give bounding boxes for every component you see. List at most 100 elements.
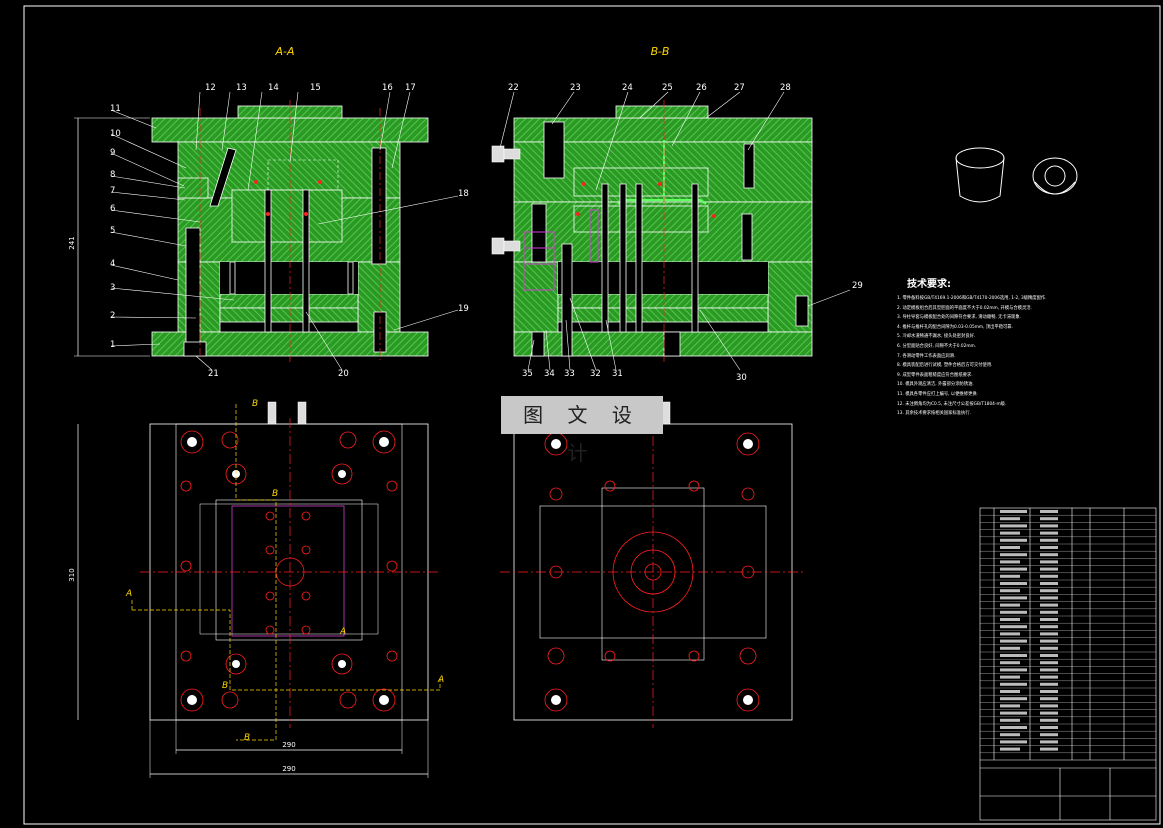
callout-28: 28 bbox=[780, 83, 791, 93]
bom-row-spec bbox=[1040, 610, 1058, 614]
callout-31: 31 bbox=[612, 369, 623, 379]
design-watermark-banner: 图 文 设 计 bbox=[501, 396, 663, 465]
callout-34: 34 bbox=[544, 369, 555, 379]
callout-3: 3 bbox=[110, 283, 115, 293]
callout-23: 23 bbox=[570, 83, 581, 93]
tech-requirements: 技术要求: 1. 零件备料按GB/T4169.1-2006和GB/T4170-2… bbox=[897, 275, 1147, 419]
dim-height-aa: 241 bbox=[68, 236, 76, 249]
bom-row-text bbox=[1000, 711, 1027, 715]
bom-row-spec bbox=[1040, 510, 1058, 513]
bom-row-text bbox=[1000, 675, 1020, 679]
callout-32: 32 bbox=[590, 369, 601, 379]
bom-row-text bbox=[1000, 618, 1020, 621]
bom-row-text bbox=[1000, 538, 1027, 542]
tech-line: 3. 导柱导套与模板配合处的间隙符合要求, 滑动顺畅, 无卡滞现象. bbox=[897, 315, 1022, 321]
bom-row-text bbox=[1000, 517, 1020, 521]
callout-1: 1 bbox=[110, 340, 115, 350]
section-aa-title: A-A bbox=[274, 45, 294, 58]
callout-10: 10 bbox=[110, 129, 121, 139]
callout-27: 27 bbox=[734, 83, 745, 93]
tech-line: 12. 未注倒角均为C0.5, 未注尺寸公差按GB/T1804-m级. bbox=[897, 401, 1007, 407]
bom-row-spec bbox=[1040, 654, 1058, 657]
callout-29: 29 bbox=[852, 281, 863, 291]
dim-width-outer: 290 bbox=[282, 765, 295, 773]
cut-mark-a-left: A bbox=[125, 589, 132, 599]
callout-21: 21 bbox=[208, 369, 219, 379]
bom-row-spec bbox=[1040, 625, 1058, 629]
bom-row-spec bbox=[1040, 747, 1058, 751]
callout-24: 24 bbox=[622, 83, 633, 93]
bom-row-text bbox=[1000, 661, 1020, 665]
title-block bbox=[979, 507, 1157, 821]
tech-line: 7. 各滑动零件工作表面应润滑. bbox=[897, 353, 956, 359]
tech-line: 13. 其余技术要求按相关国家标准执行. bbox=[897, 411, 972, 417]
bom-row-text bbox=[1000, 560, 1020, 564]
bom-row-spec bbox=[1040, 639, 1058, 643]
dim-height-plan: 310 bbox=[68, 568, 76, 581]
callout-2: 2 bbox=[110, 311, 115, 321]
tech-line: 5. 冷却水道畅通不漏水, 接头处密封良好. bbox=[897, 334, 976, 340]
bom-row-spec bbox=[1040, 567, 1058, 571]
bom-row-spec bbox=[1040, 646, 1058, 650]
drawing-frame bbox=[23, 5, 1161, 825]
plan-view-right bbox=[500, 401, 806, 728]
section-bb-title: B-B bbox=[651, 45, 670, 58]
cut-mark-b-mid: B bbox=[272, 489, 278, 499]
bom-row-text bbox=[1000, 632, 1020, 636]
bom-row-text bbox=[1000, 553, 1027, 557]
bom-row-spec bbox=[1040, 560, 1058, 564]
bom-table-rows bbox=[980, 510, 1156, 753]
callout-25: 25 bbox=[662, 83, 673, 93]
callout-13: 13 bbox=[236, 83, 247, 93]
bom-row-spec bbox=[1040, 553, 1058, 557]
bom-row-text bbox=[1000, 697, 1027, 701]
bom-row-spec bbox=[1040, 574, 1058, 578]
callout-12: 12 bbox=[205, 83, 216, 93]
bom-row-text bbox=[1000, 625, 1027, 629]
cut-mark-a-mid: A bbox=[339, 627, 346, 637]
bom-row-spec bbox=[1040, 661, 1058, 665]
callout-6: 6 bbox=[110, 204, 115, 214]
bom-row-spec bbox=[1040, 704, 1058, 708]
callout-7: 7 bbox=[110, 186, 115, 196]
bom-row-text bbox=[1000, 524, 1027, 528]
callout-35: 35 bbox=[522, 369, 533, 379]
bom-row-spec bbox=[1040, 697, 1058, 701]
callout-18: 18 bbox=[458, 189, 469, 199]
bom-row-text bbox=[1000, 668, 1027, 672]
bom-row-text bbox=[1000, 704, 1020, 708]
bom-row-text bbox=[1000, 596, 1027, 600]
bom-row-text bbox=[1000, 510, 1027, 513]
callout-11: 11 bbox=[110, 104, 121, 114]
callout-15: 15 bbox=[310, 83, 321, 93]
callout-17: 17 bbox=[405, 83, 416, 93]
callout-20: 20 bbox=[338, 369, 349, 379]
section-bb-view: B-B bbox=[491, 45, 851, 371]
dim-width-inner: 290 bbox=[282, 741, 295, 749]
cut-mark-b-bottom: B bbox=[244, 733, 250, 743]
cut-mark-b-left: B bbox=[222, 681, 228, 691]
bom-row-spec bbox=[1040, 582, 1058, 585]
bom-row-spec bbox=[1040, 524, 1058, 528]
cut-mark-b-top: B bbox=[252, 399, 258, 409]
callout-8: 8 bbox=[110, 170, 115, 180]
callout-14: 14 bbox=[268, 83, 279, 93]
bom-row-text bbox=[1000, 610, 1027, 614]
callout-16: 16 bbox=[382, 83, 393, 93]
bom-row-spec bbox=[1040, 538, 1058, 542]
bom-row-text bbox=[1000, 690, 1020, 693]
section-aa-view: A-A bbox=[68, 45, 459, 371]
tech-line: 8. 模具装配后进行试模, 塑件合格后方可交付使用. bbox=[897, 363, 993, 369]
bom-row-spec bbox=[1040, 711, 1058, 715]
bom-row-spec bbox=[1040, 531, 1058, 535]
bom-row-spec bbox=[1040, 733, 1058, 737]
bom-row-spec bbox=[1040, 589, 1058, 593]
cut-mark-a-right: A bbox=[437, 675, 444, 685]
callout-5: 5 bbox=[110, 226, 115, 236]
bom-row-text bbox=[1000, 531, 1020, 535]
callout-9: 9 bbox=[110, 148, 115, 158]
bom-row-spec bbox=[1040, 632, 1058, 636]
bom-row-spec bbox=[1040, 718, 1058, 722]
tech-line: 10. 模具外观应清洁, 外露部分涂防锈油. bbox=[897, 382, 974, 388]
